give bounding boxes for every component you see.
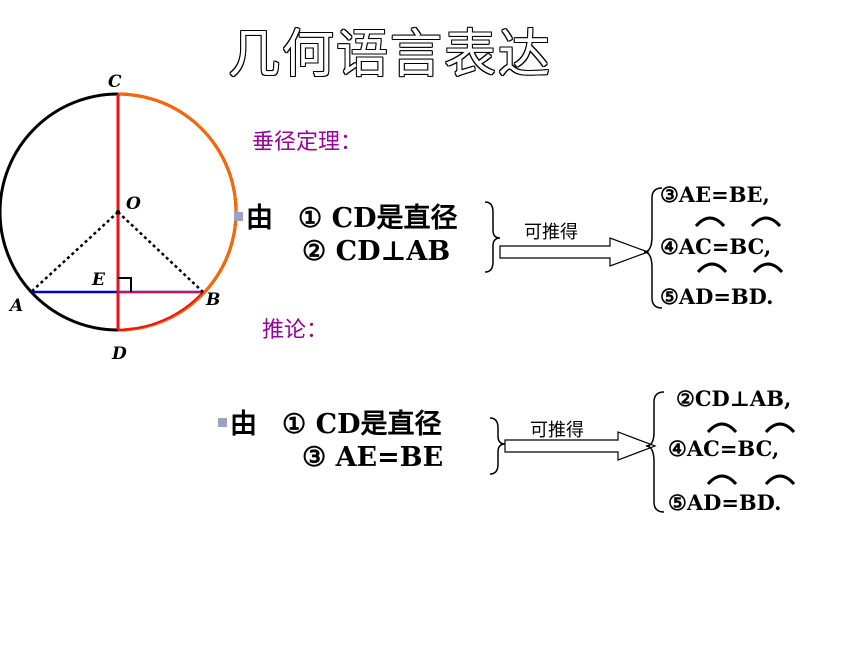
point-label-e: E: [92, 270, 105, 290]
corollary-cond-2: ③ AE=BE: [302, 442, 444, 473]
arc-db: [117, 291, 204, 331]
theorem-result-1: ③AE=BE,: [660, 182, 770, 207]
theorem-cond-1: ① CD是直径: [298, 203, 458, 234]
theorem-result-2: ④AC=BC,: [660, 234, 772, 259]
corollary-you: 由: [230, 409, 257, 440]
arc-mark-bd-1: [752, 262, 784, 274]
right-angle-mark: [118, 277, 132, 292]
arc-mark-bd-2: [764, 474, 796, 486]
arc-mark-ac-2: [706, 422, 738, 434]
point-label-b: B: [206, 290, 221, 310]
point-label-c: C: [108, 72, 122, 92]
radius-ob: [117, 211, 204, 293]
arc-mark-ad-2: [706, 474, 738, 486]
page-title: 几何语言表达: [228, 25, 553, 85]
theorem-label: 垂径定理：: [252, 130, 363, 155]
theorem-you: 由: [246, 203, 273, 234]
center-dot: [116, 210, 120, 214]
theorem-result-3: ⑤AD=BD.: [660, 284, 774, 309]
brace-right-2: [645, 391, 665, 513]
corollary-result-3: ⑤AD=BD.: [668, 490, 782, 515]
arc-mark-bc-1: [750, 216, 782, 228]
theorem-cond-2: ② CD⊥AB: [302, 236, 451, 267]
point-label-d: D: [112, 344, 127, 364]
point-label-a: A: [10, 296, 24, 316]
corollary-label: 推论：: [262, 318, 329, 343]
bullet-1: [234, 212, 243, 221]
corollary-cond-1: ① CD是直径: [282, 409, 442, 440]
bullet-2: [218, 418, 227, 427]
arrow-1: [499, 237, 650, 267]
corollary-result-2: ④AC=BC,: [668, 436, 780, 461]
brace-left-2: [489, 417, 506, 475]
point-label-o: O: [126, 194, 141, 214]
radius-oa: [30, 211, 119, 293]
arc-mark-ad-1: [696, 262, 728, 274]
brace-left-1: [484, 201, 501, 273]
arrow-2: [504, 431, 657, 461]
arc-mark-ac-1: [694, 216, 726, 228]
theorem-arrow-label: 可推得: [524, 222, 578, 243]
corollary-arrow-label: 可推得: [530, 420, 584, 441]
arc-mark-bc-2: [764, 422, 796, 434]
corollary-result-1: ②CD⊥AB,: [676, 386, 792, 411]
brace-right-1: [643, 187, 663, 309]
